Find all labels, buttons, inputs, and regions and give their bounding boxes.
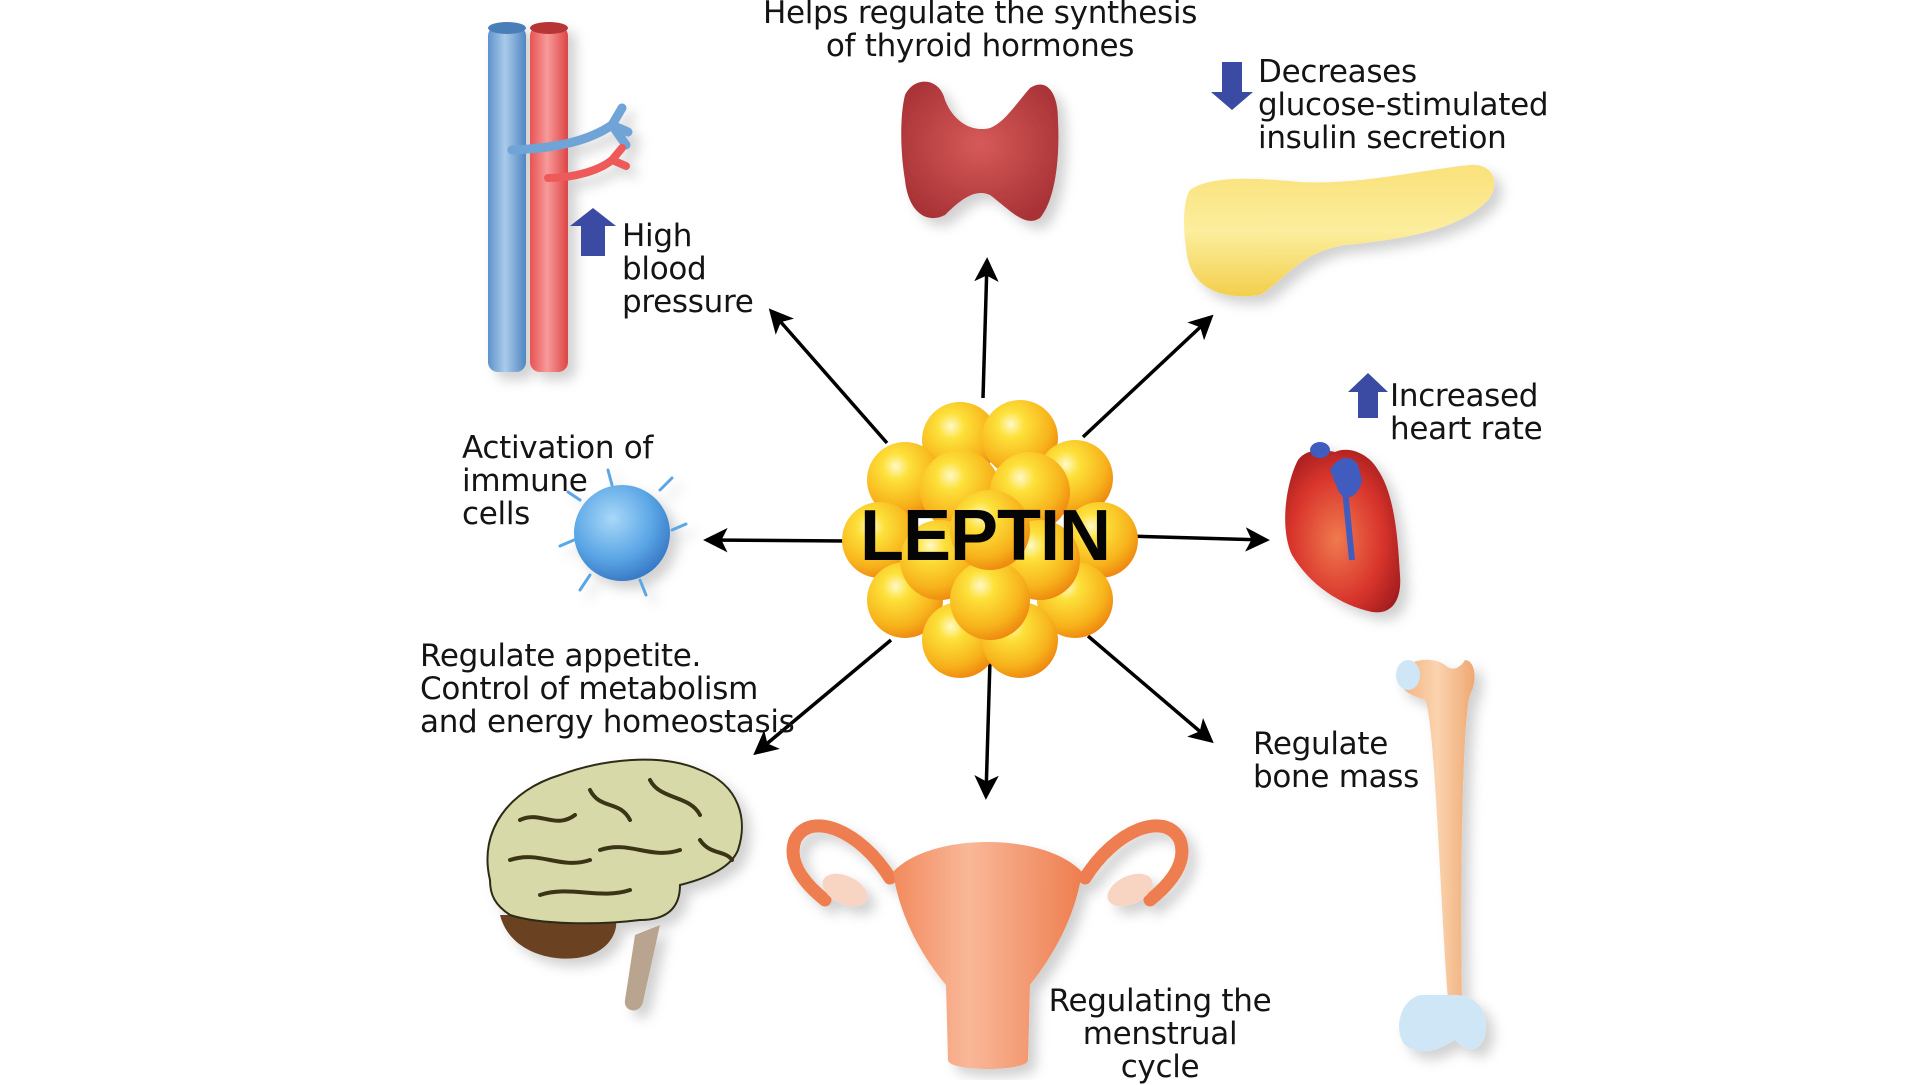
- arrow-to-blood-vessels: [768, 308, 889, 445]
- arrow-to-bone: [1086, 634, 1214, 744]
- arrow-to-thyroid: [974, 257, 999, 399]
- label-line: Control of metabolism: [420, 671, 758, 707]
- heart-icon: [1285, 442, 1401, 613]
- increase-indicator-icon: [570, 208, 616, 256]
- label-line: menstrual cycle: [1082, 1016, 1238, 1085]
- arrow-to-brain: [753, 638, 893, 756]
- pancreas-icon: [1184, 164, 1495, 297]
- label-line: of thyroid hormones: [825, 28, 1135, 64]
- decrease-indicator-icon: [1211, 62, 1253, 110]
- label-line: heart rate: [1390, 411, 1543, 447]
- heart-rate-label: Increased heart rate: [1390, 378, 1543, 447]
- appetite-label: Regulate appetite. Control of metabolism…: [420, 640, 795, 739]
- label-line: bone mass: [1253, 759, 1420, 795]
- uterus-icon: [786, 819, 1189, 1069]
- blood-pressure-label: High blood pressure: [622, 220, 754, 319]
- immune-cell-icon: [558, 468, 688, 597]
- label-line: Regulate: [1253, 726, 1388, 762]
- label-line: cells: [462, 496, 530, 532]
- increase-indicator-icon: [1348, 373, 1388, 418]
- bone-icon: [1396, 659, 1486, 1052]
- label-line: glucose-stimulated: [1258, 87, 1549, 123]
- immune-label: Activation of immune cells: [462, 432, 653, 531]
- blood-vessels-icon: [488, 22, 633, 372]
- thyroid-icon: [901, 81, 1059, 221]
- fat-cell-cluster-icon: [842, 400, 1138, 678]
- label-line: insulin secretion: [1258, 120, 1507, 156]
- arrow-to-immune-cell: [703, 527, 849, 553]
- menstrual-label: Regulating the menstrual cycle: [1040, 985, 1280, 1084]
- label-line: Regulate appetite.: [420, 638, 702, 674]
- label-line: Decreases: [1258, 54, 1417, 90]
- label-line: Helps regulate the synthesis: [762, 0, 1198, 31]
- arrow-to-heart: [1124, 527, 1270, 552]
- leptin-title: LEPTIN: [860, 496, 1111, 576]
- effect-arrows: [703, 257, 1270, 800]
- label-line: Activation of: [462, 430, 654, 466]
- insulin-label: Decreases glucose-stimulated insulin sec…: [1258, 54, 1549, 156]
- arrow-to-pancreas: [1081, 314, 1214, 439]
- label-line: pressure: [622, 284, 754, 320]
- brain-icon: [486, 758, 743, 1011]
- label-line: immune: [462, 463, 588, 499]
- label-line: blood: [622, 251, 707, 287]
- label-line: Increased: [1390, 378, 1539, 414]
- bone-label: Regulate bone mass: [1253, 728, 1419, 794]
- thyroid-label: Helps regulate the synthesis of thyroid …: [760, 0, 1200, 63]
- label-line: and energy homeostasis: [420, 704, 795, 740]
- arrow-to-uterus: [974, 659, 999, 800]
- label-line: High: [622, 218, 693, 254]
- label-line: Regulating the: [1048, 983, 1272, 1019]
